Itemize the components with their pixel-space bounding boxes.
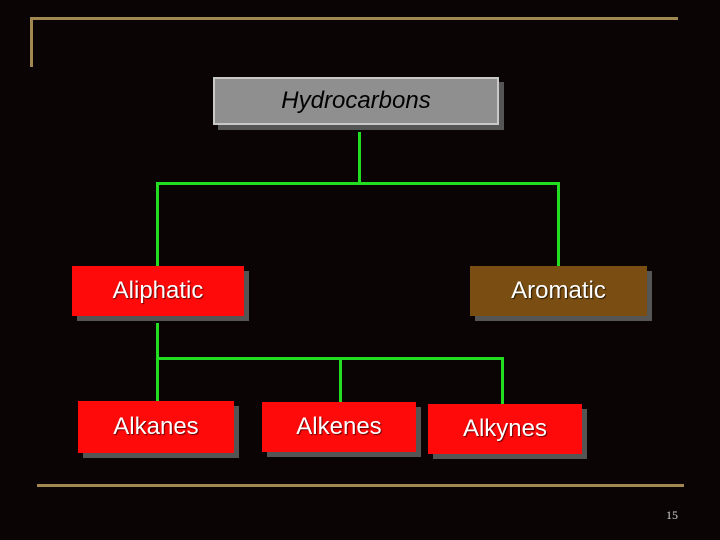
- connector-to-alkynes: [501, 357, 504, 405]
- connector-root-down: [358, 132, 361, 184]
- connector-to-alkenes: [339, 357, 342, 402]
- node-aliphatic-label: Aliphatic: [112, 277, 204, 304]
- node-hydrocarbons-label: Hydrocarbons: [281, 87, 431, 114]
- node-alkenes: Alkenes: [262, 402, 416, 452]
- frame-bottom-line: [37, 484, 684, 487]
- connector-to-aliphatic: [156, 182, 159, 267]
- node-aromatic-label: Aromatic: [511, 277, 606, 304]
- connector-level2-bar: [156, 357, 504, 360]
- connector-level1-bar: [156, 182, 560, 185]
- node-alkanes-label: Alkanes: [113, 413, 199, 440]
- frame-left-line: [30, 17, 33, 67]
- connector-aliphatic-down: [156, 323, 159, 361]
- node-aromatic: Aromatic: [470, 266, 647, 316]
- node-aliphatic: Aliphatic: [72, 266, 244, 316]
- node-alkynes-label: Alkynes: [462, 415, 548, 442]
- node-alkenes-label: Alkenes: [296, 413, 382, 440]
- connector-to-alkanes: [156, 357, 159, 402]
- connector-to-aromatic: [557, 182, 560, 267]
- node-alkynes: Alkynes: [428, 404, 582, 454]
- node-hydrocarbons: Hydrocarbons: [213, 77, 499, 125]
- page-number: 15: [666, 508, 678, 522]
- frame-top-line: [30, 17, 678, 20]
- node-alkanes: Alkanes: [78, 401, 234, 453]
